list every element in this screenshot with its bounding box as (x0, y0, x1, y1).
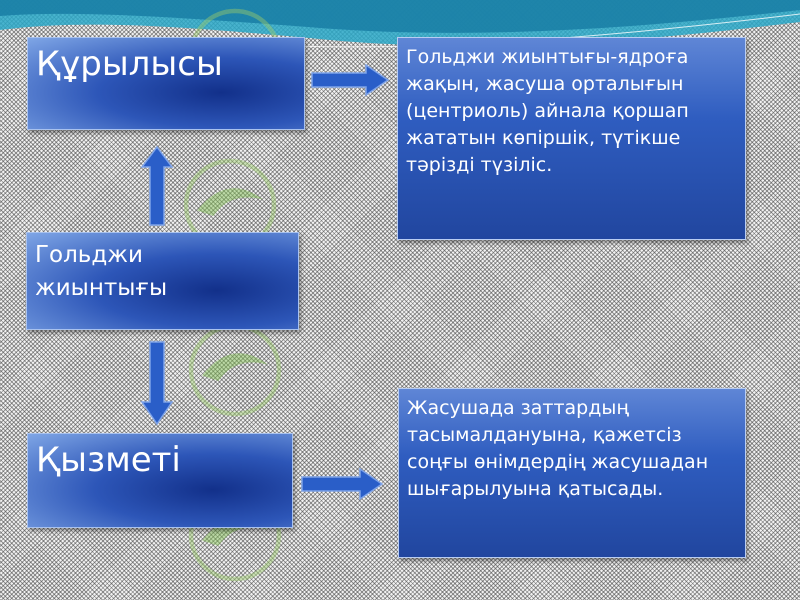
arrow-up-icon (140, 145, 174, 226)
arrow-down-icon (140, 341, 174, 426)
function-box: Қызметі (27, 433, 293, 528)
function-description-box: Жасушада заттардың тасымалдануына, қажет… (398, 388, 746, 558)
golgi-box: Гольджи жиынтығы (26, 232, 299, 330)
structure-description-box: Гольджи жиынтығы-ядроға жақын, жасуша ор… (397, 37, 746, 240)
structure-description-text: Гольджи жиынтығы-ядроға жақын, жасуша ор… (406, 46, 689, 176)
bird-logo-icon (188, 323, 282, 417)
function-description-text: Жасушада заттардың тасымалдануына, қажет… (407, 397, 709, 500)
structure-box-label: Құрылысы (36, 44, 223, 84)
function-box-label: Қызметі (36, 440, 181, 480)
golgi-box-label: Гольджи жиынтығы (35, 242, 168, 302)
structure-box: Құрылысы (27, 37, 305, 130)
arrow-right-icon (311, 63, 390, 97)
arrow-right-icon (301, 467, 384, 501)
